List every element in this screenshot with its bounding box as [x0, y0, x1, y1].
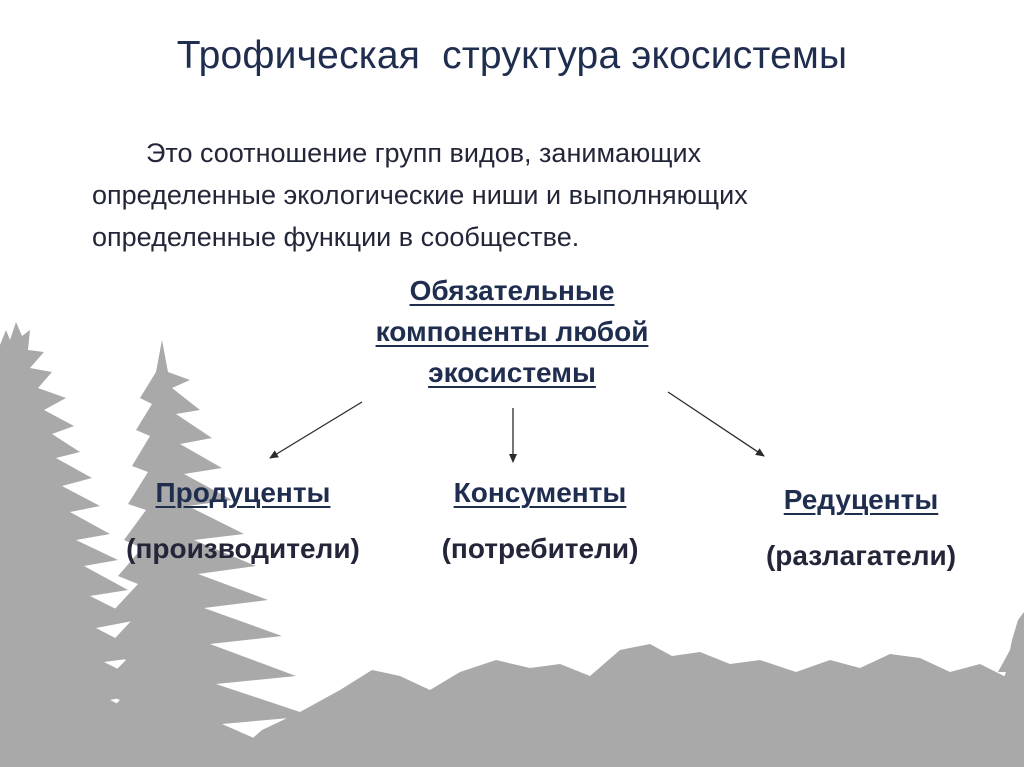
component-decomposers: Редуценты (разлагатели) [716, 482, 1006, 572]
page-title: Трофическая структура экосистемы [176, 34, 848, 77]
mountain-ridge-silhouette [220, 644, 1024, 767]
component-name: Продуценты [155, 477, 331, 508]
heading-line: экосистемы [428, 357, 596, 388]
tree-right-silhouette [996, 612, 1024, 767]
definition-line: определенные функции в сообществе. [92, 222, 580, 252]
definition-line: Это соотношение групп видов, занимающих [146, 138, 702, 168]
mandatory-components-heading: Обязательные компоненты любой экосистемы [300, 270, 724, 393]
component-description: (потребители) [441, 533, 639, 564]
definition-text: Это соотношение групп видов, занимающих … [92, 132, 972, 258]
arrow-to-decomposers [667, 391, 765, 457]
tree-center-silhouette [70, 340, 320, 767]
component-name: Консументы [453, 477, 627, 508]
arrow-to-producers [269, 401, 363, 459]
component-name: Редуценты [783, 484, 939, 515]
component-description: (разлагатели) [765, 540, 957, 571]
component-consumers: Консументы (потребители) [400, 475, 680, 565]
heading-line: компоненты любой [375, 316, 649, 347]
component-producers: Продуценты (производители) [78, 475, 408, 565]
heading-line: Обязательные [409, 275, 615, 306]
definition-line: определенные экологические ниши и выполн… [92, 180, 748, 210]
component-description: (производители) [126, 533, 360, 564]
